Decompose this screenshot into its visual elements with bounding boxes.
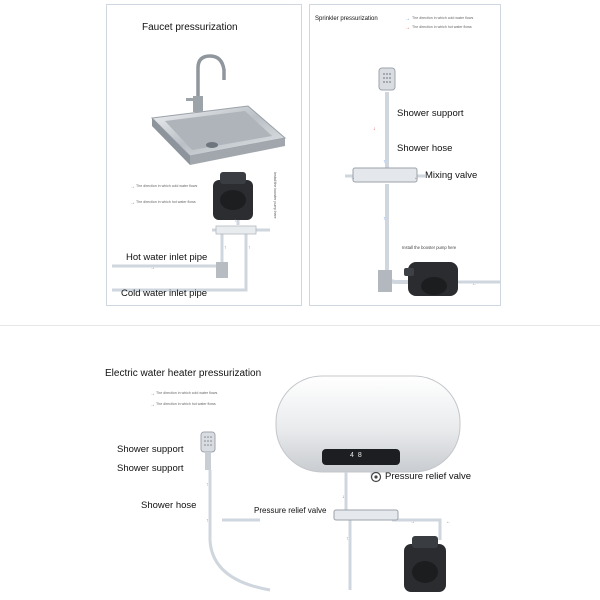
sprinkler-title: Sprinkler pressurization <box>315 16 378 22</box>
faucet-title: Faucet pressurization <box>142 22 238 33</box>
heater-booster-pump <box>404 536 446 592</box>
svg-text:→: → <box>405 16 410 22</box>
faucet-legend-cold: The direction in which cold water flows <box>136 184 198 188</box>
svg-text:→: → <box>130 200 135 206</box>
svg-text:↑: ↑ <box>248 245 251 251</box>
heater-arrows: → → ↑ ↑ ↓ ↑ → ← <box>150 391 451 542</box>
svg-text:↑: ↑ <box>383 159 386 165</box>
heater-shower-support-label-2: Shower support <box>117 463 184 474</box>
faucet-install-note: Install the booster pump here <box>273 172 277 219</box>
heater-pipes <box>208 470 442 592</box>
svg-text:→: → <box>410 519 415 525</box>
sprinkler-shower-support-label: Shower support <box>397 108 464 119</box>
heater-shower-head <box>200 431 216 470</box>
sprinkler-booster-pump <box>404 262 458 296</box>
svg-text:↑: ↑ <box>206 518 209 524</box>
svg-text:→: → <box>405 25 410 31</box>
svg-text:→: → <box>150 265 155 271</box>
pressure-relief-valve-label-right: Pressure relief valve <box>385 471 472 482</box>
sprinkler-legend-hot: The direction in which hot water flows <box>412 25 472 29</box>
svg-text:↓: ↓ <box>373 126 376 132</box>
svg-text:←: ← <box>472 281 477 287</box>
heater-shower-support-label-1: Shower support <box>117 444 184 455</box>
svg-text:↑: ↑ <box>383 216 386 222</box>
svg-text:←: ← <box>414 175 419 181</box>
sink-drain <box>206 142 218 148</box>
heater-display-readout: 4 8 <box>350 452 363 459</box>
svg-text:←: ← <box>446 519 451 525</box>
svg-text:↓: ↓ <box>342 494 345 500</box>
svg-text:→: → <box>160 289 165 295</box>
faucet-pipes <box>112 212 270 292</box>
svg-text:↑: ↑ <box>234 218 237 224</box>
sprinkler-legend-cold: The direction in which cold water flows <box>412 16 474 20</box>
svg-text:→: → <box>130 184 135 190</box>
hot-elbow <box>216 262 228 278</box>
cold-water-inlet-label: Cold water inlet pipe <box>121 288 208 299</box>
sprinkler-shower-hose-label: Shower hose <box>397 143 453 154</box>
faucet-tee-fitting <box>215 225 257 235</box>
heater-legend-cold: The direction in which cold water flows <box>156 391 218 395</box>
heater-shower-hose-label: Shower hose <box>141 500 197 511</box>
mixing-valve-label: Mixing valve <box>425 170 478 181</box>
sink <box>150 105 287 165</box>
svg-text:↑: ↑ <box>206 482 209 488</box>
faucet-arrows: → → → → ↑ ↑ ↑ <box>130 184 251 295</box>
svg-text:→: → <box>150 402 155 408</box>
faucet-legend-hot: The direction in which hot water flows <box>136 200 196 204</box>
sprinkler-shower-head <box>378 67 396 91</box>
water-heater <box>275 375 461 473</box>
sprinkler-elbow <box>378 270 392 292</box>
faucet <box>186 54 226 112</box>
heater-legend-hot: The direction in which hot water flows <box>156 402 216 406</box>
hot-water-inlet-label: Hot water inlet pipe <box>126 252 208 263</box>
svg-text:→: → <box>150 391 155 397</box>
sprinkler-arrows: → → ↓ ↑ ↑ → ← ← <box>350 16 477 287</box>
heater-title: Electric water heater pressurization <box>105 368 262 379</box>
svg-text:→: → <box>350 175 355 181</box>
heater-valve-fitting <box>333 509 399 521</box>
sprinkler-install-note: Install the booster pump here <box>402 245 457 250</box>
sprinkler-pipes <box>345 92 500 284</box>
pressure-relief-valve-icon <box>370 471 382 483</box>
mixing-valve-body <box>352 167 418 183</box>
faucet-booster-pump <box>213 172 253 220</box>
svg-text:↑: ↑ <box>224 245 227 251</box>
section-divider <box>0 325 600 326</box>
faucet-panel <box>106 4 302 306</box>
sprinkler-panel <box>309 4 501 306</box>
svg-text:↑: ↑ <box>346 536 349 542</box>
pressure-relief-valve-label-left: Pressure relief valve <box>254 506 327 515</box>
